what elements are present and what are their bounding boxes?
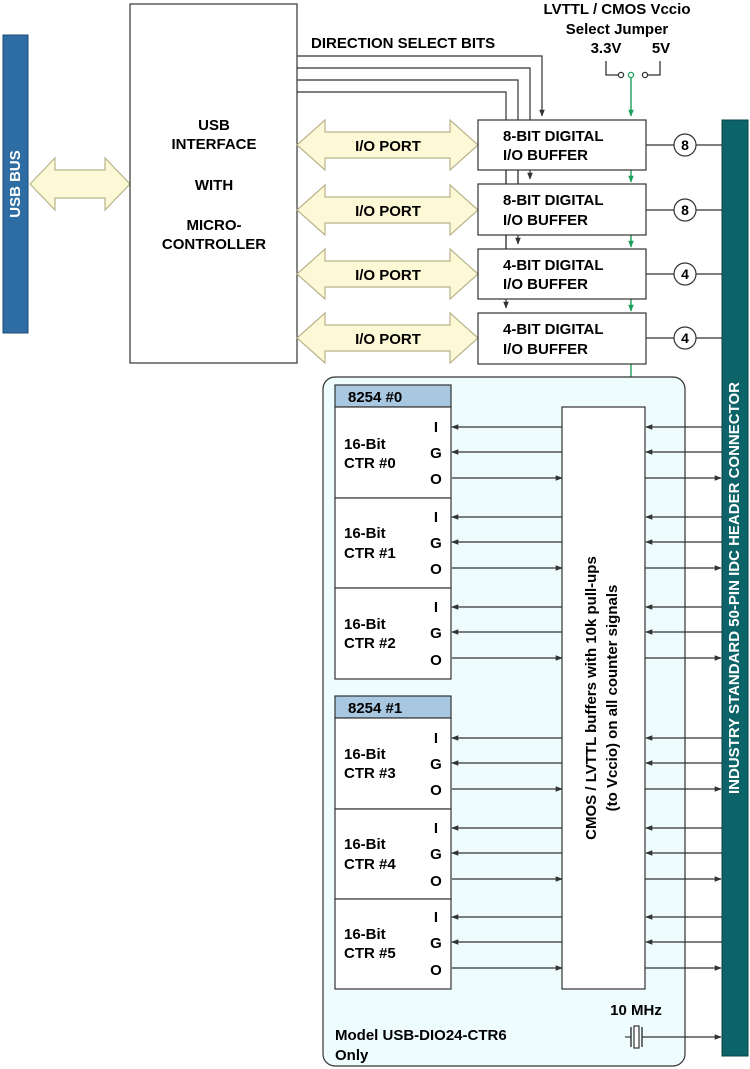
cmos-buffer-line-2: (to Vccio) on all counter signals <box>604 585 621 812</box>
jumper-option-5v: 5V <box>652 40 670 57</box>
ctr-3-line-2: CTR #3 <box>344 765 396 782</box>
oscillator-label: 10 MHz <box>610 1002 662 1019</box>
io-port-group-1: I/O PORT 8-BIT DIGITAL I/O BUFFER 8 <box>296 118 722 172</box>
usb-interface-line-1: USB <box>198 117 230 134</box>
ctr-0-line-1: 16-Bit <box>344 436 386 453</box>
io-buffer-1 <box>477 119 647 171</box>
ctr-3-pin-i: I <box>434 730 438 747</box>
cmos-buffer-block <box>561 406 646 990</box>
ctr-4-pin-o: O <box>430 873 442 890</box>
counter-chip-1: 8254 #1 16-Bit CTR #3 16-Bit CTR #4 16-B… <box>334 695 452 990</box>
ctr-4-line-1: 16-Bit <box>344 836 386 853</box>
io-port-group-3: I/O PORT 4-BIT DIGITAL I/O BUFFER 4 <box>296 247 722 301</box>
usb-bus: USB BUS <box>2 34 29 334</box>
direction-select-label: DIRECTION SELECT BITS <box>311 35 495 52</box>
ctr-2-pin-i: I <box>434 599 438 616</box>
counter-chip-0-label: 8254 #0 <box>348 389 402 406</box>
ctr-3-pin-g: G <box>430 756 442 773</box>
bit-count-1: 8 <box>681 137 689 153</box>
ctr-2-line-1: 16-Bit <box>344 616 386 633</box>
io-buffer-3-line-2: I/O BUFFER <box>503 276 588 293</box>
usb-interface-line-5: CONTROLLER <box>162 236 266 253</box>
ctr-5-pin-i: I <box>434 909 438 926</box>
usb-bus-label: USB BUS <box>7 150 24 218</box>
io-port-label-1: I/O PORT <box>355 138 421 155</box>
io-buffer-4-line-2: I/O BUFFER <box>503 341 588 358</box>
counter-pin-labels: I G O I G O I G O I G O I G O I G O <box>430 419 442 979</box>
io-buffer-2-line-1: 8-BIT DIGITAL <box>503 192 604 209</box>
ctr-0-pin-o: O <box>430 471 442 488</box>
ctr-2-pin-g: G <box>430 625 442 642</box>
bit-count-2: 8 <box>681 202 689 218</box>
ctr-2-line-2: CTR #2 <box>344 635 396 652</box>
ctr-3-pin-o: O <box>430 782 442 799</box>
vccio-jumper: LVTTL / CMOS Vccio Select Jumper 3.3V 5V <box>544 1 691 117</box>
ctr-1-pin-i: I <box>434 509 438 526</box>
bit-count-4: 4 <box>681 330 689 346</box>
ctr-1-line-1: 16-Bit <box>344 525 386 542</box>
jumper-option-3v3: 3.3V <box>591 40 622 57</box>
counter-chip-1-label: 8254 #1 <box>348 700 402 717</box>
jumper-title-line-1: LVTTL / CMOS Vccio <box>544 1 691 18</box>
jumper-title-line-2: Select Jumper <box>566 21 669 38</box>
counter-signal-arrows <box>451 424 563 971</box>
ctr-5-line-1: 16-Bit <box>344 926 386 943</box>
bit-count-badge-3 <box>673 262 697 286</box>
io-port-label-4: I/O PORT <box>355 331 421 348</box>
io-buffer-3-line-1: 4-BIT DIGITAL <box>503 257 604 274</box>
io-port-label-2: I/O PORT <box>355 203 421 220</box>
ctr-5-pin-o: O <box>430 962 442 979</box>
model-note-line-2: Only <box>335 1047 369 1064</box>
ctr-2-pin-o: O <box>430 652 442 669</box>
usb-link-arrow <box>29 156 131 212</box>
usb-interface-line-3: WITH <box>195 177 233 194</box>
bit-count-badge-1 <box>673 133 697 157</box>
counter-ctr-2 <box>334 587 452 680</box>
counter-chip-0: 8254 #0 16-Bit CTR #0 16-Bit CTR #1 16-B… <box>334 384 452 680</box>
io-buffer-3 <box>477 248 647 300</box>
idc-header-connector: INDUSTRY STANDARD 50-PIN IDC HEADER CONN… <box>721 119 749 1057</box>
ctr-3-line-1: 16-Bit <box>344 746 386 763</box>
io-port-group-4: I/O PORT 4-BIT DIGITAL I/O BUFFER 4 <box>296 311 722 365</box>
io-buffer-4-line-1: 4-BIT DIGITAL <box>503 321 604 338</box>
connector-signal-arrows <box>645 424 722 971</box>
ctr-1-pin-o: O <box>430 561 442 578</box>
io-buffer-2-line-2: I/O BUFFER <box>503 212 588 229</box>
ctr-4-pin-i: I <box>434 820 438 837</box>
connector-label: INDUSTRY STANDARD 50-PIN IDC HEADER CONN… <box>726 382 743 794</box>
ctr-0-pin-g: G <box>430 445 442 462</box>
bit-count-badge-4 <box>673 326 697 350</box>
counter-ctr-0 <box>334 406 452 499</box>
io-port-group-2: I/O PORT 8-BIT DIGITAL I/O BUFFER 8 <box>296 183 722 237</box>
counter-ctr-3 <box>334 717 452 810</box>
bit-count-3: 4 <box>681 266 689 282</box>
ctr-4-pin-g: G <box>430 846 442 863</box>
io-buffer-4 <box>477 312 647 365</box>
model-note-line-1: Model USB-DIO24-CTR6 <box>335 1027 507 1044</box>
usb-interface-line-2: INTERFACE <box>171 136 256 153</box>
io-buffer-1-line-2: I/O BUFFER <box>503 147 588 164</box>
ctr-0-pin-i: I <box>434 419 438 436</box>
cmos-buffer-line-1: CMOS / LVTTL buffers with 10k pull-ups <box>583 556 600 840</box>
oscillator-10mhz: 10 MHz <box>610 1002 722 1049</box>
ctr-0-line-2: CTR #0 <box>344 455 396 472</box>
bit-count-badge-2 <box>673 198 697 222</box>
io-port-label-3: I/O PORT <box>355 267 421 284</box>
crystal-icon <box>633 1025 640 1049</box>
ctr-1-line-2: CTR #1 <box>344 545 396 562</box>
ctr-4-line-2: CTR #4 <box>344 856 396 873</box>
counter-ctr-1 <box>334 497 452 589</box>
ctr-5-pin-g: G <box>430 935 442 952</box>
usb-interface-line-4: MICRO- <box>187 217 242 234</box>
io-buffer-1-line-1: 8-BIT DIGITAL <box>503 128 604 145</box>
ctr-1-pin-g: G <box>430 535 442 552</box>
ctr-5-line-2: CTR #5 <box>344 945 396 962</box>
counter-ctr-5 <box>334 898 452 990</box>
usb-interface-box: USB INTERFACE WITH MICRO- CONTROLLER <box>129 3 298 364</box>
